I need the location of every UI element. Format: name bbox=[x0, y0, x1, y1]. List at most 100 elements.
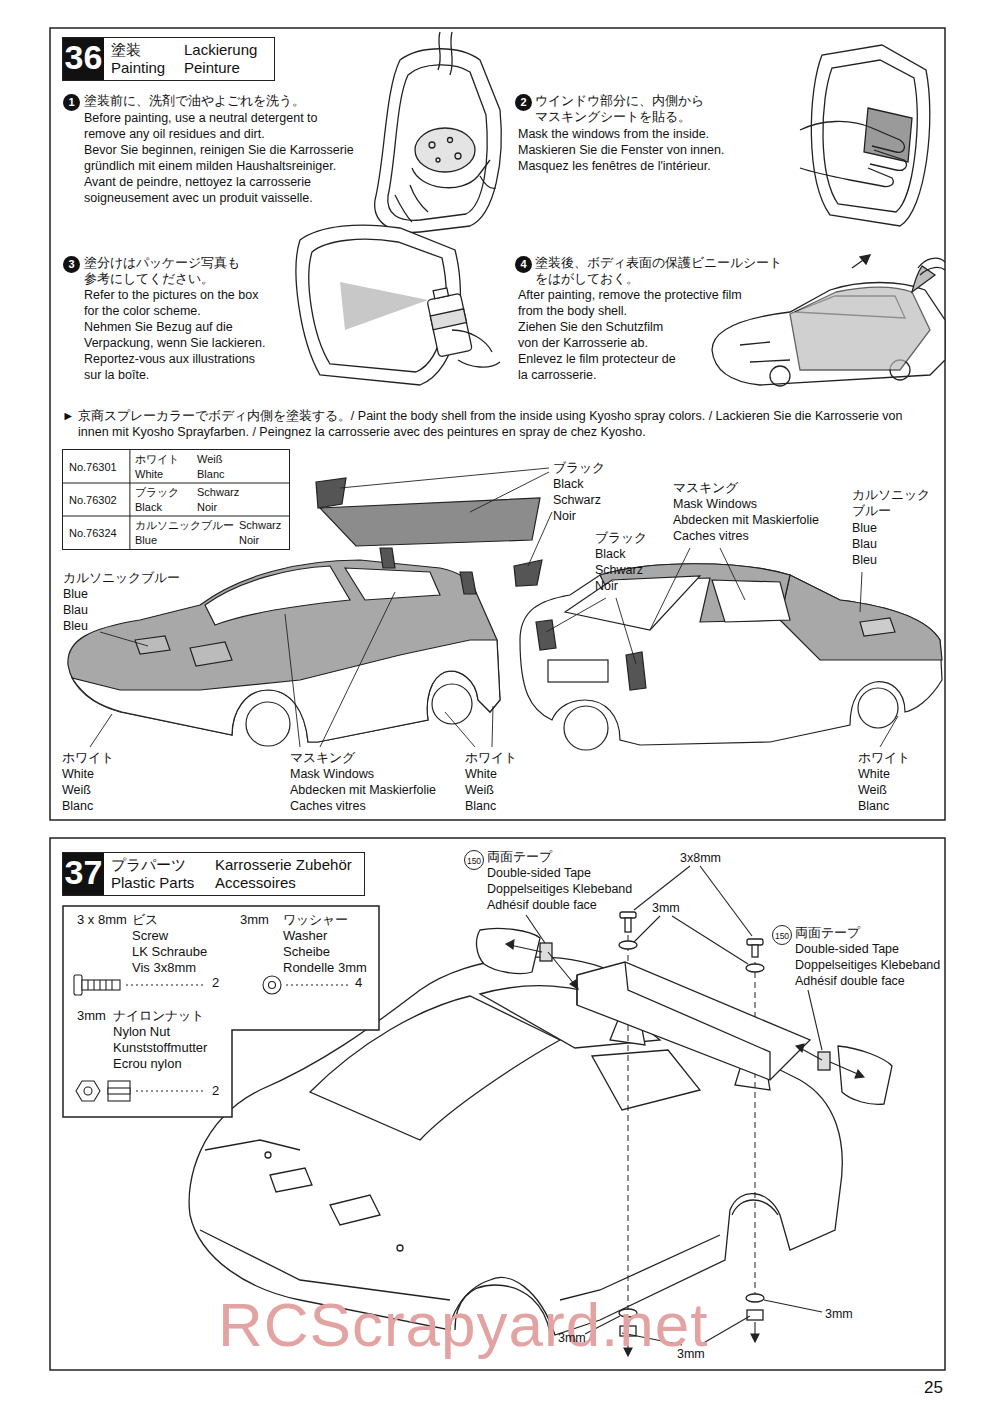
color-callout: Weiß bbox=[62, 782, 91, 798]
color-callout: Blue bbox=[852, 520, 877, 536]
table-cell: No.76302 bbox=[69, 493, 117, 507]
node-text: Nylon Nut bbox=[113, 1024, 170, 1040]
part-name: Doppelseitiges Klebeband bbox=[795, 957, 940, 973]
dimension: 3x8mm bbox=[680, 850, 721, 866]
node-text: Plastic Parts bbox=[111, 874, 194, 892]
instruction-text: Reportez-vous aux illustrations sur la b… bbox=[84, 351, 274, 383]
part-name: Doppelseitiges Klebeband bbox=[487, 881, 632, 897]
parts-outline bbox=[62, 905, 380, 1118]
instruction-text: Nehmen Sie Bezug auf die Verpackung, wen… bbox=[84, 319, 274, 351]
table-cell: Noir bbox=[239, 533, 259, 547]
color-callout: ホワイト bbox=[858, 750, 910, 766]
color-callout: Mask Windows bbox=[673, 496, 757, 512]
color-callout: Blanc bbox=[858, 798, 889, 814]
color-callout: Noir bbox=[595, 578, 618, 594]
page-number: 25 bbox=[924, 1378, 943, 1398]
instruction-text: Before painting, use a neutral detergent… bbox=[84, 110, 336, 142]
color-callout: Bleu bbox=[852, 552, 877, 568]
node-text: Kunststoffmutter bbox=[113, 1040, 207, 1056]
node-text: ナイロンナット bbox=[113, 1008, 204, 1024]
instruction-text: Avant de peindre, nettoyez la carrosseri… bbox=[84, 174, 346, 206]
color-callout: Schwarz bbox=[553, 492, 601, 508]
color-callout: Black bbox=[595, 546, 626, 562]
color-callout: Blue bbox=[63, 586, 88, 602]
step-header: 36塗装PaintingLackierungPeinture bbox=[62, 37, 275, 81]
table-cell: ホワイト bbox=[135, 452, 179, 466]
instruction-text: After painting, remove the protective fi… bbox=[518, 287, 753, 319]
color-callout: ホワイト bbox=[62, 750, 114, 766]
instruction-text: Masquez les fenêtres de l'intérieur. bbox=[518, 158, 778, 174]
step-number: 37 bbox=[63, 853, 104, 895]
color-callout: Blau bbox=[852, 536, 877, 552]
instruction-text: 塗分けはパッケージ写真も 参考にしてください。 bbox=[84, 255, 249, 287]
color-callout: Bleu bbox=[63, 618, 88, 634]
table-cell: Weiß bbox=[197, 452, 222, 466]
node-text: Vis 3x8mm bbox=[132, 960, 196, 976]
dimension: 3mm bbox=[558, 1330, 586, 1346]
color-callout: White bbox=[858, 766, 890, 782]
table-cell: No.76301 bbox=[69, 460, 117, 474]
watermark: RCScrapyard.net bbox=[218, 1288, 709, 1362]
table-cell: Blue bbox=[135, 533, 157, 547]
instruction-text: Refer to the pictures on the box for the… bbox=[84, 287, 264, 319]
table-cell: Black bbox=[135, 500, 162, 514]
color-table: No.76301ホワイトWhiteWeißBlancNo.76302ブラックBl… bbox=[62, 449, 290, 550]
dimension: 3mm bbox=[652, 900, 680, 916]
color-callout: Blanc bbox=[62, 798, 93, 814]
table-cell: Schwarz bbox=[239, 518, 281, 532]
instruction-text: Bevor Sie beginnen, reinigen Sie die Kar… bbox=[84, 142, 384, 174]
part-name: Adhésif double face bbox=[487, 897, 597, 913]
part-name: Double-sided Tape bbox=[795, 941, 899, 957]
node-text: 2 bbox=[212, 1083, 219, 1099]
color-callout: Abdecken mit Maskierfolie bbox=[673, 512, 819, 528]
node-text: Peinture bbox=[184, 59, 240, 77]
instruction-text: ウインドウ部分に、内側から マスキングシートを貼る。 bbox=[535, 93, 710, 125]
node-text: プラパーツ bbox=[111, 856, 186, 874]
step-number: 36 bbox=[63, 38, 104, 80]
color-callout: カルソニックブルー bbox=[63, 570, 180, 586]
instruction-text: Maskieren Sie die Fenster von innen. bbox=[518, 142, 778, 158]
table-cell: Schwarz bbox=[197, 485, 239, 499]
dimension: 3mm bbox=[825, 1306, 853, 1322]
step-header: 37プラパーツPlastic PartsKarrosserie ZubehörA… bbox=[62, 852, 365, 896]
instruction-text: 塗装前に、洗剤で油やよごれを洗う。 bbox=[84, 93, 349, 109]
color-callout: Schwarz bbox=[595, 562, 643, 578]
node-text: Rondelle 3mm bbox=[283, 960, 367, 976]
part-name: 両面テープ bbox=[795, 925, 860, 941]
step-marker: 2 bbox=[515, 94, 532, 111]
color-callout: Mask Windows bbox=[290, 766, 374, 782]
color-callout: Abdecken mit Maskierfolie bbox=[290, 782, 436, 798]
color-callout: カルソニックブルー bbox=[852, 487, 942, 519]
color-callout: White bbox=[62, 766, 94, 782]
node-text: LK Schraube bbox=[132, 944, 207, 960]
node-text: ワッシャー bbox=[283, 912, 348, 928]
node-text: 2 bbox=[212, 975, 219, 991]
note-text: ► 京商スプレーカラーでボディ内側を塗装する。/ Paint the body … bbox=[62, 408, 932, 440]
node-text: 3mm bbox=[77, 1008, 106, 1024]
color-callout: Weiß bbox=[465, 782, 494, 798]
step-marker: 4 bbox=[515, 256, 532, 273]
callout-number: 150 bbox=[772, 925, 792, 945]
color-callout: マスキング bbox=[290, 750, 355, 766]
instruction-text: Mask the windows from the inside. bbox=[518, 126, 778, 142]
color-callout: Blanc bbox=[465, 798, 496, 814]
dimension: 3mm bbox=[677, 1346, 705, 1362]
color-callout: ブラック bbox=[595, 530, 647, 546]
step-marker: 1 bbox=[63, 94, 80, 111]
parts-box: 3 x 8mmビスScrewLK SchraubeVis 3x8mm23mmワッ… bbox=[62, 905, 380, 1118]
node-text: Screw bbox=[132, 928, 168, 944]
color-callout: Noir bbox=[553, 508, 576, 524]
node-text: ビス bbox=[132, 912, 158, 928]
callout-number: 150 bbox=[464, 850, 484, 870]
step-marker: 3 bbox=[63, 256, 80, 273]
part-name: 両面テープ bbox=[487, 849, 552, 865]
color-callout: Weiß bbox=[858, 782, 887, 798]
node-text: Lackierung bbox=[184, 41, 257, 59]
table-cell: ブラック bbox=[135, 485, 179, 499]
table-cell: No.76324 bbox=[69, 526, 117, 540]
node-text: 塗装 bbox=[111, 41, 141, 59]
node-text: Accessoires bbox=[215, 874, 296, 892]
table-cell: Noir bbox=[197, 500, 217, 514]
